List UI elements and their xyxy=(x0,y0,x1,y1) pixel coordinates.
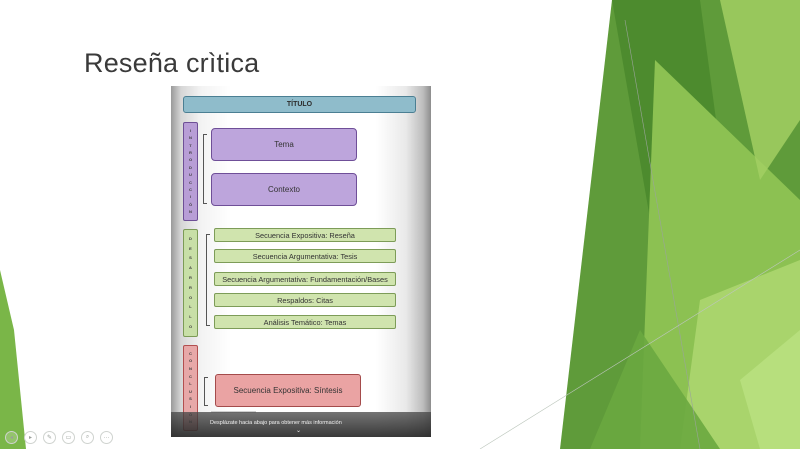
more-options-icon[interactable]: ··· xyxy=(100,431,113,444)
deco-line xyxy=(479,249,800,449)
slideshow-nav-bar: ◂ ▸ ✎ ▭ ⌕ ··· xyxy=(5,430,113,445)
section-label-letter: C xyxy=(189,186,192,192)
section-label-conclusion: CONCLUSIÓN xyxy=(183,345,198,431)
section-label-letter: S xyxy=(189,255,192,261)
section-label-letter: L xyxy=(189,381,192,387)
intro-item: Tema xyxy=(211,128,357,161)
section-label-letter: R xyxy=(189,149,192,155)
section-label-letter: U xyxy=(189,388,192,394)
bracket-intro xyxy=(203,134,207,204)
section-label-letter: C xyxy=(189,350,192,356)
section-label-letter: I xyxy=(189,127,192,133)
bracket-concl xyxy=(204,377,208,406)
section-label-letter: O xyxy=(188,358,193,364)
section-label-letter: L xyxy=(189,304,192,310)
section-label-letter: N xyxy=(189,209,192,215)
deco-shape xyxy=(740,330,800,449)
section-label-letter: D xyxy=(189,235,192,241)
deco-line xyxy=(624,19,701,449)
deco-shape xyxy=(720,0,800,180)
pen-icon[interactable]: ✎ xyxy=(43,431,56,444)
zoom-icon[interactable]: ⌕ xyxy=(81,431,94,444)
section-label-letter: R xyxy=(189,284,192,290)
bracket-dev xyxy=(206,234,210,326)
section-label-letter: E xyxy=(189,245,192,251)
scroll-hint-bar[interactable]: Desplázate hacia abajo para obtener más … xyxy=(171,412,431,437)
section-label-letter: S xyxy=(189,396,192,402)
dev-item: Respaldos: Citas xyxy=(214,293,396,307)
section-label-letter: U xyxy=(189,172,192,178)
dev-item: Secuencia Argumentativa: Fundamentación/… xyxy=(214,272,396,286)
section-label-letter: I xyxy=(189,403,192,409)
dev-item: Secuencia Argumentativa: Tesis xyxy=(214,249,396,263)
previous-slide-icon[interactable]: ◂ xyxy=(5,431,18,444)
scroll-hint-text: Desplázate hacia abajo para obtener más … xyxy=(210,420,342,426)
section-label-letter: N xyxy=(189,135,192,141)
deco-shape xyxy=(590,330,720,449)
section-label-letter: O xyxy=(188,294,193,300)
slide-title: Reseña crìtica xyxy=(84,48,260,78)
section-label-letter: N xyxy=(189,365,192,371)
section-label-letter: R xyxy=(189,275,192,281)
chevron-down-icon[interactable]: ⌄ xyxy=(296,428,302,434)
section-label-letter: T xyxy=(189,142,192,148)
concl-item: Secuencia Expositiva: Síntesis xyxy=(215,374,361,407)
deco-shape xyxy=(0,270,26,449)
section-label-letter: O xyxy=(188,157,193,163)
dev-item: Análisis Temático: Temas xyxy=(214,315,396,329)
next-slide-icon[interactable]: ▸ xyxy=(24,431,37,444)
section-label-letter: O xyxy=(188,324,193,330)
diagram-title-bar: TÍTULO xyxy=(183,96,416,113)
section-label-letter: D xyxy=(189,164,192,170)
section-label-letter: L xyxy=(189,314,192,320)
intro-item: Contexto xyxy=(211,173,357,206)
section-label-letter: I xyxy=(189,194,192,200)
section-label-letter: A xyxy=(189,265,192,271)
dev-item: Secuencia Expositiva: Reseña xyxy=(214,228,396,242)
section-label-letter: C xyxy=(189,373,192,379)
section-label-letter: Ó xyxy=(188,201,193,207)
see-all-slides-icon[interactable]: ▭ xyxy=(62,431,75,444)
section-label-letter: C xyxy=(189,179,192,185)
